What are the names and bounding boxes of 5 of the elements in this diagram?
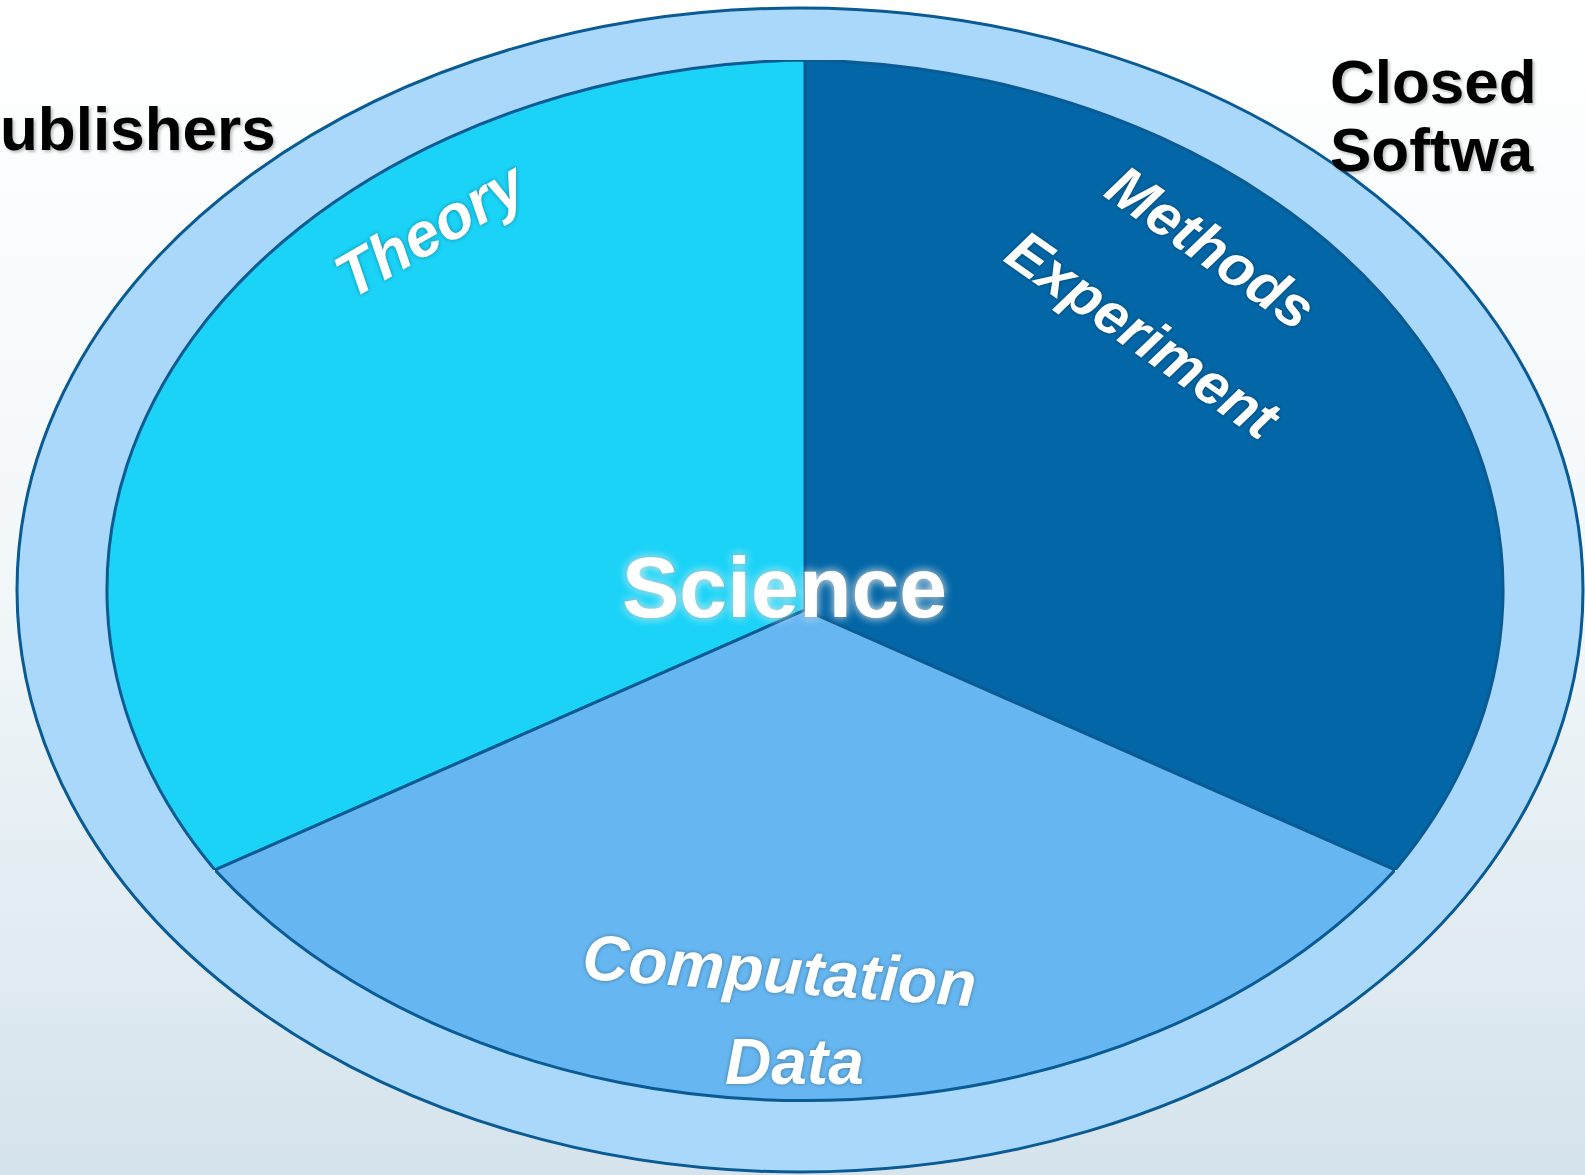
sector-label: Computation <box>580 925 979 1017</box>
side-label: Closed Softwa <box>1330 48 1538 185</box>
side-label: Science <box>622 540 948 635</box>
side-label: ublishers <box>0 95 277 164</box>
sector-label: Data <box>725 1030 864 1094</box>
